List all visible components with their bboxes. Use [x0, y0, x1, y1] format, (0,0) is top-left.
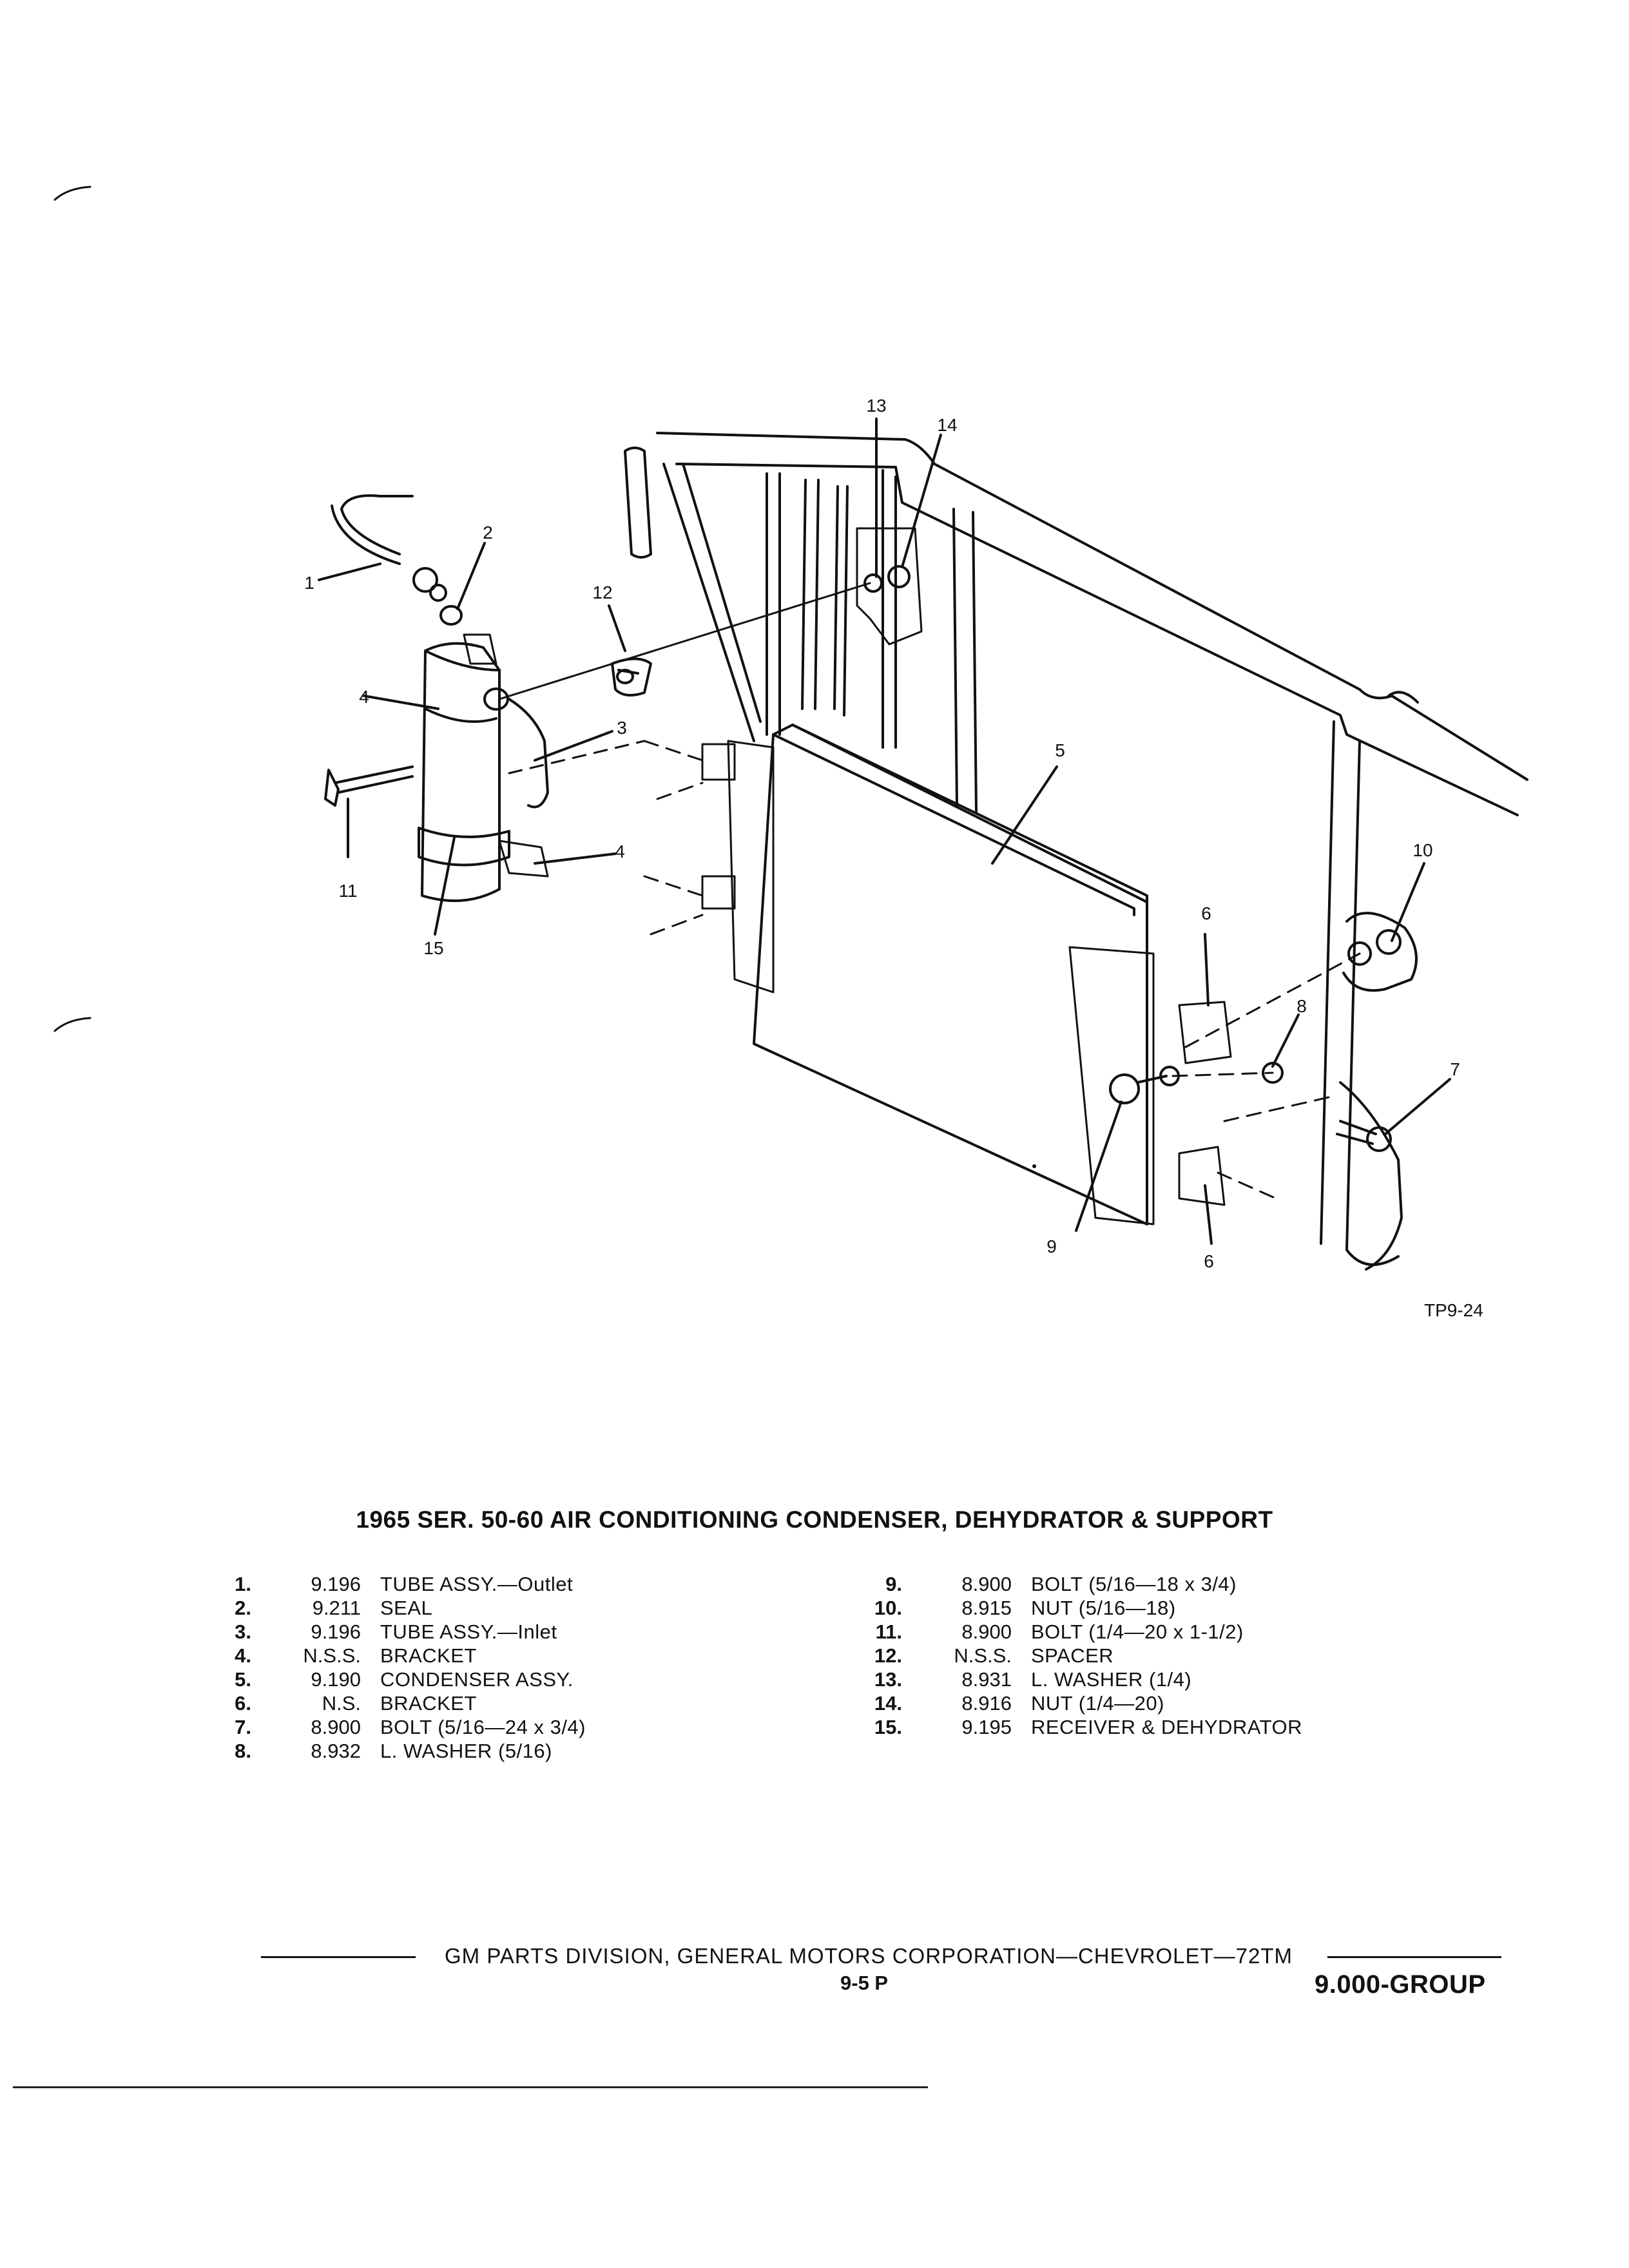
part-description: SEAL	[380, 1597, 433, 1619]
part-description: TUBE ASSY.—Inlet	[380, 1620, 557, 1643]
group-number: 9.196	[311, 1620, 361, 1643]
part-description: RECEIVER & DEHYDRATOR	[1031, 1716, 1303, 1738]
part-description: CONDENSER ASSY.	[380, 1668, 574, 1691]
callout-10: 10	[1412, 840, 1433, 860]
item-number: 1.	[235, 1573, 251, 1595]
item-number: 14.	[874, 1692, 902, 1715]
list-item: 1. 9.196 TUBE ASSY.—Outlet	[213, 1572, 586, 1596]
list-item: 3. 9.196 TUBE ASSY.—Inlet	[213, 1620, 586, 1644]
list-item: 14. 8.916 NUT (1/4—20)	[863, 1691, 1302, 1715]
group-number: 9.190	[311, 1668, 361, 1691]
list-item: 7. 8.900 BOLT (5/16—24 x 3/4)	[213, 1715, 586, 1739]
publisher-line: GM PARTS DIVISION, GENERAL MOTORS CORPOR…	[445, 1944, 1293, 1968]
footer-rule-left	[261, 1956, 416, 1958]
item-number: 11.	[875, 1620, 902, 1643]
bottom-divider	[13, 2086, 928, 2088]
list-item: 12. N.S.S. SPACER	[863, 1644, 1302, 1667]
item-number: 12.	[874, 1644, 902, 1667]
callout-15: 15	[423, 938, 444, 958]
callout-7: 7	[1450, 1059, 1460, 1079]
callout-5: 5	[1055, 740, 1065, 760]
part-description: BOLT (5/16—18 x 3/4)	[1031, 1573, 1237, 1595]
footer-rule-right	[1327, 1956, 1501, 1958]
item-number: 6.	[235, 1692, 251, 1715]
exploded-parts-diagram	[53, 186, 1528, 1271]
item-number: 4.	[235, 1644, 251, 1667]
page-number: 9-5 P	[840, 1972, 889, 1994]
part-description: BOLT (5/16—24 x 3/4)	[380, 1716, 586, 1738]
callout-14: 14	[937, 415, 958, 435]
callout-11: 11	[338, 881, 358, 901]
group-label: 9.000-GROUP	[1315, 1970, 1486, 1999]
list-item: 15. 9.195 RECEIVER & DEHYDRATOR	[863, 1715, 1302, 1739]
callout-1: 1	[304, 573, 314, 593]
callout-4-bottom: 4	[615, 841, 625, 861]
item-number: 9.	[885, 1573, 902, 1595]
part-description: BRACKET	[380, 1644, 477, 1667]
callout-3: 3	[617, 718, 627, 738]
group-number: 9.211	[312, 1597, 361, 1619]
list-item: 5. 9.190 CONDENSER ASSY.	[213, 1667, 586, 1691]
group-number: 8.932	[311, 1740, 361, 1762]
group-number: 9.195	[961, 1716, 1012, 1738]
part-description: BOLT (1/4—20 x 1-1/2)	[1031, 1620, 1244, 1643]
list-item: 8. 8.932 L. WASHER (5/16)	[213, 1739, 586, 1763]
group-number: 8.916	[961, 1692, 1012, 1715]
page-title: 1965 SER. 50-60 AIR CONDITIONING CONDENS…	[356, 1506, 1273, 1533]
callout-9: 9	[1046, 1236, 1057, 1256]
parts-list-left: 1. 9.196 TUBE ASSY.—Outlet 2. 9.211 SEAL 3. 9…	[213, 1572, 586, 1763]
group-number: 8.900	[311, 1716, 361, 1738]
item-number: 5.	[235, 1668, 251, 1691]
callout-8: 8	[1296, 996, 1307, 1016]
group-number: N.S.S.	[954, 1644, 1012, 1667]
part-description: L. WASHER (1/4)	[1031, 1668, 1192, 1691]
item-number: 13.	[874, 1668, 902, 1691]
item-number: 10.	[874, 1597, 902, 1619]
part-description: TUBE ASSY.—Outlet	[380, 1573, 574, 1595]
list-item: 9. 8.900 BOLT (5/16—18 x 3/4)	[863, 1572, 1302, 1596]
list-item: 4. N.S.S. BRACKET	[213, 1644, 586, 1667]
list-item: 13. 8.931 L. WASHER (1/4)	[863, 1667, 1302, 1691]
figure-id: TP9-24	[1424, 1300, 1483, 1320]
list-item: 10. 8.915 NUT (5/16—18)	[863, 1596, 1302, 1620]
list-item: 2. 9.211 SEAL	[213, 1596, 586, 1620]
callout-4-top: 4	[359, 687, 369, 707]
group-number: 8.900	[961, 1620, 1012, 1643]
callout-2: 2	[483, 523, 493, 543]
group-number: 8.915	[961, 1597, 1012, 1619]
group-number: N.S.S.	[303, 1644, 361, 1667]
item-number: 8.	[235, 1740, 251, 1762]
part-description: NUT (1/4—20)	[1031, 1692, 1164, 1715]
part-description: L. WASHER (5/16)	[380, 1740, 552, 1762]
list-item: 6. N.S. BRACKET	[213, 1691, 586, 1715]
callout-6-top: 6	[1201, 903, 1211, 923]
list-item: 11. 8.900 BOLT (1/4—20 x 1-1/2)	[863, 1620, 1302, 1644]
group-number: 8.931	[961, 1668, 1012, 1691]
callout-6-bottom: 6	[1204, 1251, 1214, 1271]
callout-12: 12	[592, 582, 613, 602]
item-number: 7.	[235, 1716, 251, 1738]
part-description: BRACKET	[380, 1692, 477, 1715]
part-description: NUT (5/16—18)	[1031, 1597, 1176, 1619]
group-number: N.S.	[322, 1692, 361, 1715]
item-number: 15.	[874, 1716, 902, 1738]
part-description: SPACER	[1031, 1644, 1114, 1667]
group-number: 8.900	[961, 1573, 1012, 1595]
callout-13: 13	[866, 396, 887, 416]
group-number: 9.196	[311, 1573, 361, 1595]
item-number: 3.	[235, 1620, 251, 1643]
item-number: 2.	[235, 1597, 251, 1619]
